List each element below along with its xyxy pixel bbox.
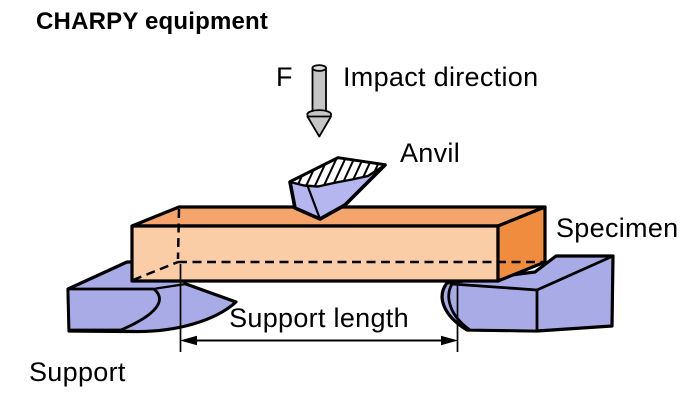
right-support (440, 254, 615, 333)
left-support-front-face (66, 287, 161, 332)
right-support-side-edge (535, 254, 615, 292)
left-support (66, 260, 238, 334)
anvil-face-edge (306, 185, 322, 221)
specimen-front-face (130, 224, 500, 283)
specimen-hidden-edge-vertical (176, 208, 181, 260)
specimen-bar (130, 205, 547, 283)
force-label: F (276, 62, 293, 92)
support-length-label: Support length (229, 303, 409, 333)
anvil-striker (288, 156, 387, 221)
page-title: CHARPY equipment (36, 8, 269, 35)
right-support-front-face (447, 282, 539, 333)
support-label: Support (29, 357, 126, 387)
impact-direction-label: Impact direction (343, 62, 539, 92)
anvil-hatched-top (288, 156, 387, 188)
impact-arrow (306, 64, 333, 138)
dimension-arrowhead-left (180, 335, 197, 346)
dimension-arrowhead-right (441, 335, 458, 346)
support-length-dimension (179, 264, 459, 352)
anvil-label: Anvil (400, 138, 461, 168)
specimen-hidden-edge-diagonal (132, 260, 179, 282)
impact-arrow-shaft (311, 67, 327, 114)
impact-arrow-shaft-top (311, 64, 327, 72)
impact-arrow-head-cone (306, 115, 332, 138)
specimen-label: Specimen (556, 213, 679, 243)
